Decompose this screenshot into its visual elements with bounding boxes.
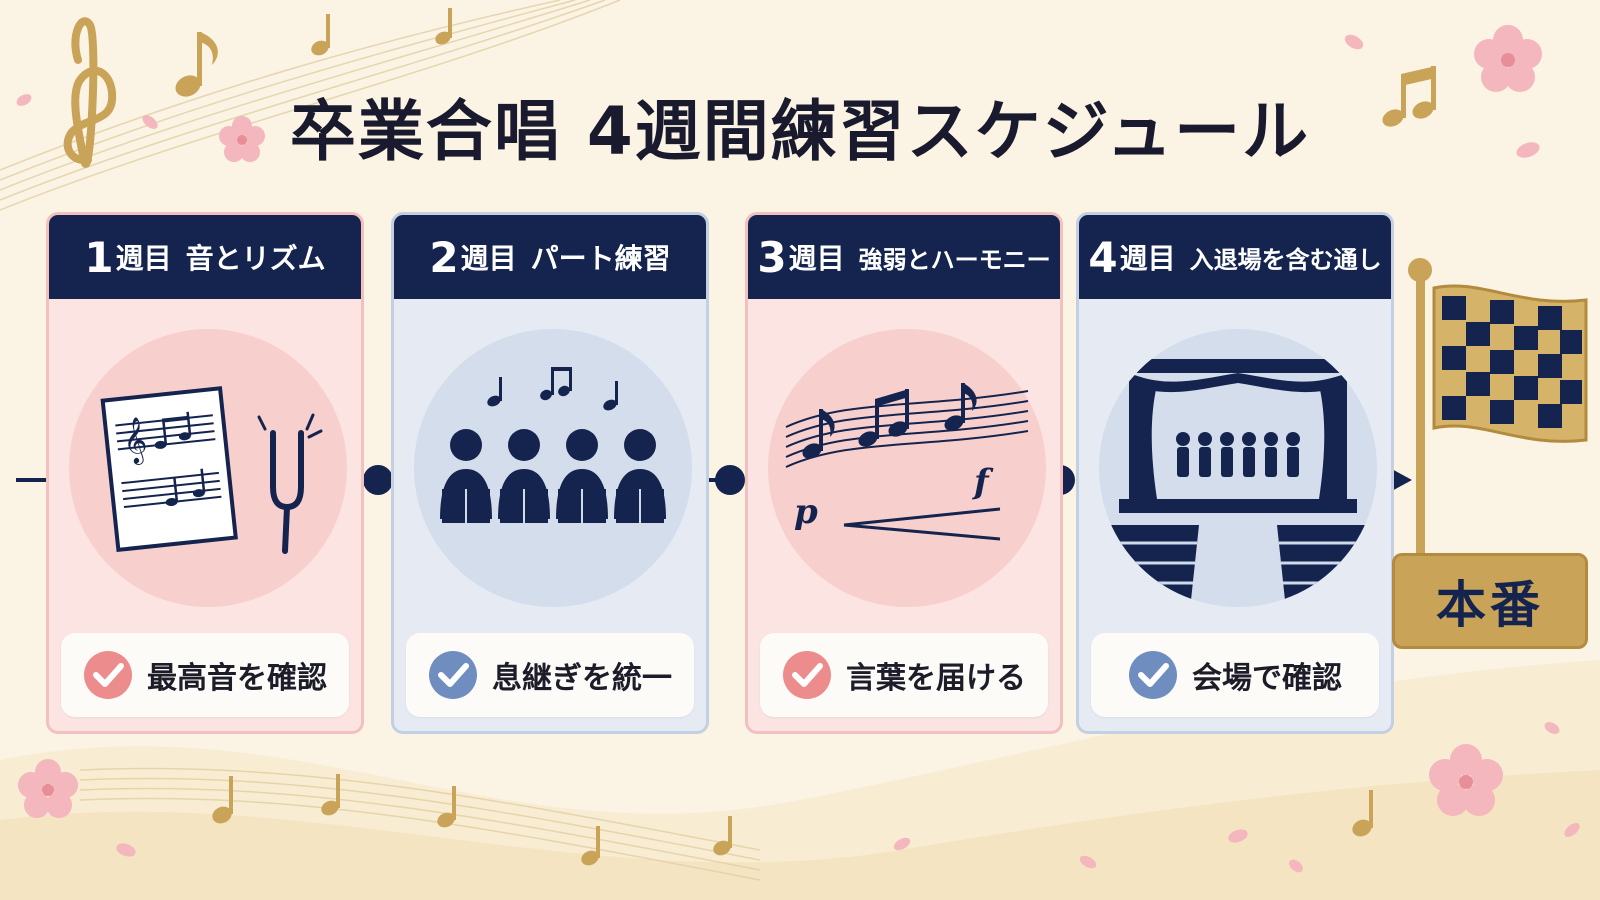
week-number: 2: [429, 232, 459, 282]
cherry-blossom-icon: [16, 25, 1580, 873]
week-suffix: 週目: [788, 242, 845, 275]
week-header: 4 週目 入退場を含む通し: [1079, 215, 1391, 299]
week-card-1: 1 週目 音とリズム 𝄞: [46, 212, 364, 734]
checkpoint: 息継ぎを統一: [406, 633, 694, 717]
week-number: 3: [757, 232, 787, 282]
week-header: 1 週目 音とリズム: [49, 215, 361, 299]
checkpoint-label: 会場で確認: [1192, 661, 1342, 696]
dynamics-soft-label: p: [794, 492, 818, 532]
week-number: 4: [1088, 232, 1118, 282]
checkpoint: 最高音を確認: [61, 633, 349, 717]
treble-clef-icon: [63, 17, 117, 168]
week-topic: 強弱とハーモニー: [858, 245, 1051, 274]
week-topic: 音とリズム: [185, 242, 326, 275]
checkpoint: 会場で確認: [1091, 633, 1379, 717]
checkpoint-label: 言葉を届ける: [846, 661, 1026, 696]
crescendo-hairpin: [843, 507, 1001, 541]
dynamics-crescendo-icon: p f: [768, 329, 1046, 607]
checkpoint: 言葉を届ける: [760, 633, 1048, 717]
week-topic: パート練習: [530, 242, 671, 275]
week-topic: 入退場を含む通し: [1189, 245, 1382, 274]
week-suffix: 週目: [1119, 242, 1176, 275]
week-card-2: 2 週目 パート練習: [391, 212, 709, 734]
checkpoint-label: 最高音を確認: [147, 661, 327, 696]
check-icon: [429, 651, 477, 699]
check-icon: [84, 651, 132, 699]
stage-auditorium-icon: [1099, 329, 1377, 607]
week-header: 3 週目 強弱とハーモニー: [748, 215, 1060, 299]
checkpoint-label: 息継ぎを統一: [492, 661, 672, 696]
check-icon: [1129, 651, 1177, 699]
check-icon: [783, 651, 831, 699]
page-title: 卒業合唱 4週間練習スケジュール: [289, 93, 1311, 170]
choir-singers-icon: [414, 329, 692, 607]
week-card-3: 3 週目 強弱とハーモニー p f: [745, 212, 1063, 734]
week-suffix: 週目: [115, 242, 172, 275]
music-notes-icon: [175, 8, 1436, 866]
dynamics-loud-label: f: [972, 462, 994, 502]
week-number: 1: [84, 232, 114, 282]
svg-text:𝄞: 𝄞: [121, 416, 150, 466]
week-suffix: 週目: [460, 242, 517, 275]
sheet-music-tuning-fork-icon: 𝄞: [69, 329, 347, 607]
week-card-4: 4 週目 入退場を含む通し: [1076, 212, 1394, 734]
finish-label: 本番: [1392, 553, 1588, 649]
checkered-flag-icon: [1408, 258, 1588, 570]
week-header: 2 週目 パート練習: [394, 215, 706, 299]
